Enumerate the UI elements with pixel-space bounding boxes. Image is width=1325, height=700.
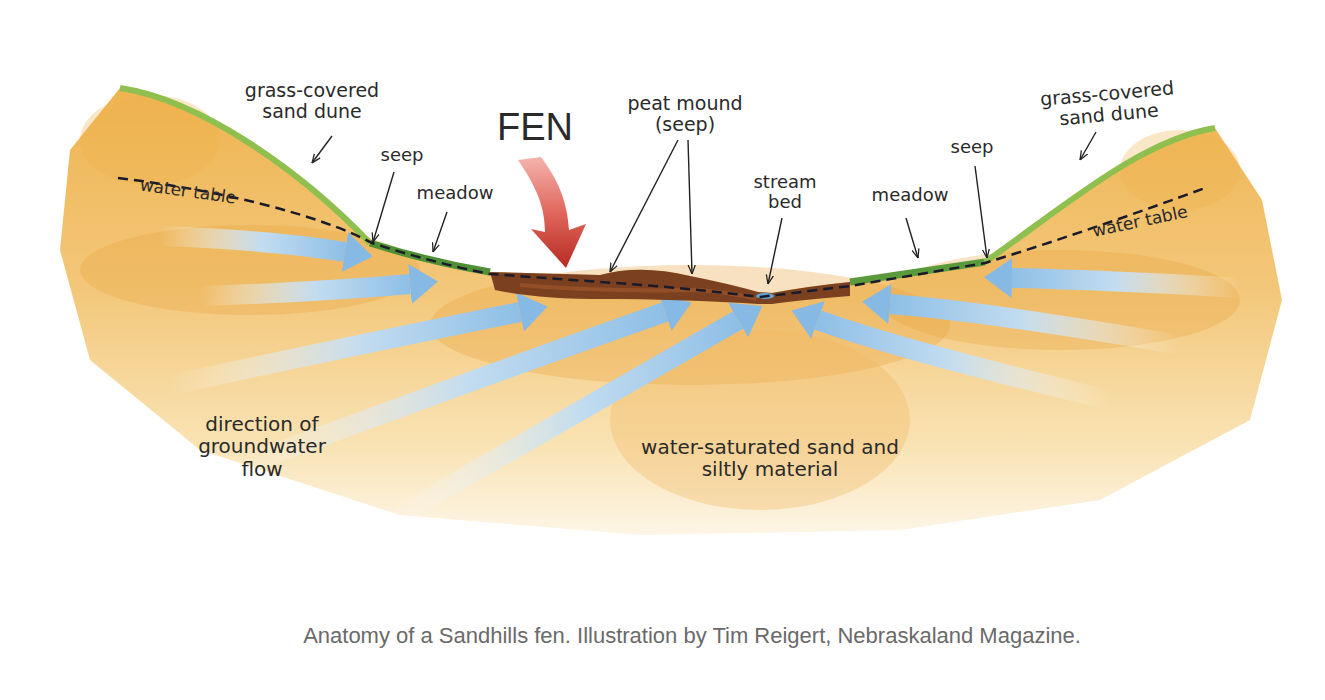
groundwater-arrows bbox=[160, 236, 1240, 520]
leader-line bbox=[1080, 132, 1096, 160]
seep-label: seep bbox=[937, 137, 1007, 157]
leader-line bbox=[906, 218, 918, 258]
leader-line bbox=[312, 136, 332, 163]
leader-line bbox=[975, 166, 987, 258]
peat-mound-label: peat mound (seep) bbox=[618, 93, 753, 136]
meadow-grass bbox=[850, 262, 985, 282]
meadow-label: meadow bbox=[865, 185, 955, 205]
leader-lines bbox=[312, 132, 1096, 284]
flow-arrow bbox=[160, 236, 345, 252]
flow-label: direction of groundwater flow bbox=[182, 413, 342, 480]
meadow-label: meadow bbox=[410, 183, 500, 203]
flow-arrow bbox=[890, 304, 1180, 345]
leader-line bbox=[688, 140, 692, 274]
figure-caption: Anatomy of a Sandhills fen. Illustration… bbox=[112, 623, 1272, 649]
flow-arrow bbox=[200, 284, 410, 296]
flow-arrow bbox=[1012, 278, 1240, 288]
dune-label: grass-covered sand dune bbox=[1026, 76, 1189, 132]
leader-line bbox=[373, 172, 394, 242]
flow-arrow bbox=[390, 320, 738, 520]
seep-label: seep bbox=[367, 145, 437, 165]
water-table-line bbox=[118, 178, 1205, 297]
dune-label: grass-covered sand dune bbox=[232, 80, 392, 123]
stream-label: stream bed bbox=[745, 172, 825, 212]
fen-arrow bbox=[518, 157, 586, 268]
sand-body bbox=[60, 88, 1282, 535]
feature-title: FEN bbox=[480, 106, 590, 149]
sand-shading bbox=[80, 95, 220, 185]
dune-grass bbox=[985, 128, 1215, 262]
sand-label: water-saturated sand and siltly material bbox=[639, 436, 901, 481]
leader-line bbox=[610, 140, 678, 272]
leader-line bbox=[433, 212, 447, 252]
sand-shading bbox=[880, 250, 1240, 350]
leader-line bbox=[768, 218, 782, 284]
